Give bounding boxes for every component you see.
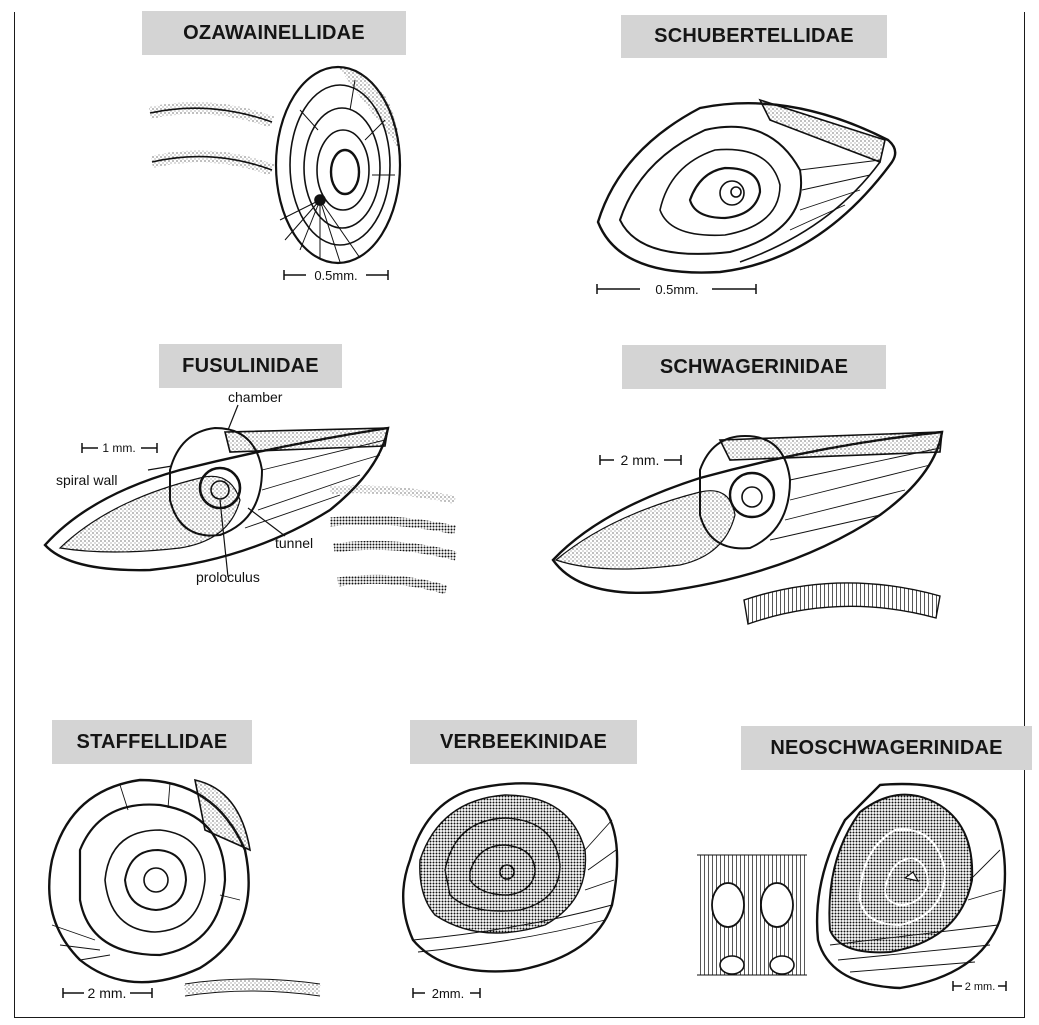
neoschwagerinidae-scale-label: 2 mm.	[965, 981, 996, 993]
schwagerinidae-drawing	[553, 432, 942, 624]
ozawainellidae-scale-label: 0.5mm.	[314, 268, 357, 283]
staffellidae-drawing	[49, 780, 320, 996]
annotation-spiral-wall: spiral wall	[56, 472, 117, 488]
annotation-proloculus: proloculus	[196, 569, 260, 585]
schwagerinidae-scale-label: 2 mm.	[621, 452, 660, 468]
verbeekinidae-drawing	[403, 783, 617, 971]
schubertellidae-drawing	[598, 100, 895, 273]
schubertellidae-scale-label: 0.5mm.	[655, 282, 698, 297]
fusulinidae-scale-label: 1 mm.	[102, 441, 135, 455]
ozawainellidae-drawing	[150, 67, 400, 263]
fusulinidae-drawing	[45, 405, 456, 590]
annotation-chamber: chamber	[228, 389, 283, 405]
verbeekinidae-scale-label: 2mm.	[432, 986, 465, 1001]
annotation-tunnel: tunnel	[275, 535, 313, 551]
neoschwagerinidae-drawing	[697, 784, 1005, 988]
staffellidae-scale-label: 2 mm.	[88, 985, 127, 1001]
